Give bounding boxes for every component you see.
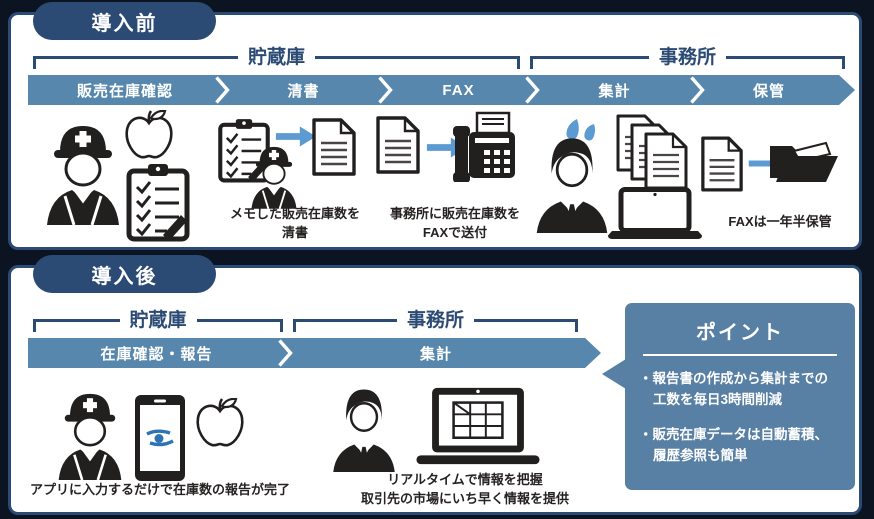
step-fair-copy: 清書: [287, 82, 320, 100]
bracket-arm: [196, 319, 284, 332]
bracket-arm: [33, 56, 238, 69]
bracket-arm: [315, 56, 521, 69]
after-process-band: 在庫確認・報告 集計: [28, 338, 601, 368]
bracket-arm: [33, 319, 120, 332]
point-box-divider: [643, 354, 837, 356]
step-store: 保管: [752, 82, 785, 100]
sweat-drops-icon: [566, 119, 595, 141]
app-logo-icon: [146, 429, 174, 447]
bracket-arm: [474, 319, 579, 332]
before-zone-storage-bracket: 貯蔵庫: [33, 47, 521, 71]
office-worker-icon: [536, 138, 608, 233]
chevron-separator-icon: [523, 75, 541, 105]
document-icon: [376, 116, 420, 174]
after-zone-office-bracket: 事務所: [293, 310, 579, 334]
document-icon: [312, 118, 356, 176]
step-tally: 集計: [419, 345, 452, 363]
before-badge: 導入前: [33, 2, 216, 40]
checklist-icon: [126, 164, 190, 242]
step-sales-stock-check: 販売在庫確認: [76, 82, 173, 100]
step-fax: FAX: [442, 81, 475, 99]
before-process-band: 販売在庫確認 清書 FAX 集計 保管: [28, 75, 855, 105]
apple-icon: [125, 110, 173, 159]
bracket-arm: [293, 319, 397, 332]
point-bullet: ・報告書の作成から集計までの工数を毎日3時間削減: [639, 370, 828, 408]
clipboard-icon: [218, 119, 270, 183]
after-badge-label: 導入後: [91, 265, 158, 288]
bracket-arm: [726, 56, 846, 69]
chevron-separator-icon: [213, 75, 231, 105]
zone-label-office: 事務所: [407, 310, 465, 331]
point-box-title: ポイント: [696, 322, 784, 344]
laptop-spreadsheet-icon: [416, 387, 540, 465]
after-panel: 導入後 貯蔵庫 事務所 在庫確認・報告 集計: [8, 255, 862, 515]
arrow-right-icon: [275, 126, 317, 147]
documents-stack-icon: [616, 114, 688, 190]
point-bullet: ・販売在庫データは自動蓄積、履歴参照も簡単: [639, 426, 828, 464]
after-caption-realtime: リアルタイムで情報を把握 取引先の市場にいち早く情報を提供: [360, 472, 569, 506]
point-box: ポイント ・報告書の作成から集計までの工数を毎日3時間削減 ・販売在庫データは自…: [602, 303, 855, 490]
step-stock-check-report: 在庫確認・報告: [100, 345, 213, 363]
laptop-icon: [608, 187, 702, 239]
zone-label-storage: 貯蔵庫: [129, 310, 187, 331]
before-badge-label: 導入前: [91, 12, 158, 35]
before-zone-office-bracket: 事務所: [530, 47, 846, 71]
before-panel: 導入前 貯蔵庫 事務所 販売在庫確認 清書 FAX 集計 保管: [8, 2, 862, 250]
before-caption-hokan: FAXは一年半保管: [728, 214, 832, 229]
before-caption-fax: 事務所に販売在庫数を FAXで送付: [389, 206, 520, 240]
worker-icon: [47, 126, 119, 225]
document-icon: [701, 136, 743, 192]
after-caption-app: アプリに入力するだけで在庫数の報告が完了: [30, 482, 291, 497]
before-caption-seisho: メモした販売在庫数を 清書: [229, 206, 360, 240]
step-tally: 集計: [598, 82, 631, 100]
folder-icon: [770, 141, 838, 182]
office-worker-icon: [333, 389, 395, 472]
after-zone-storage-bracket: 貯蔵庫: [33, 310, 284, 334]
zone-label-office: 事務所: [659, 47, 717, 68]
smartphone-icon: [135, 395, 185, 481]
bracket-arm: [530, 56, 649, 69]
after-badge: 導入後: [33, 255, 216, 293]
chevron-separator-icon: [688, 75, 706, 105]
chevron-separator-icon: [276, 338, 294, 368]
fax-machine-icon: [453, 111, 515, 182]
worker-icon: [58, 393, 122, 480]
worker-icon: [251, 146, 297, 209]
point-box-tail: [602, 359, 626, 389]
chevron-separator-icon: [376, 75, 394, 105]
apple-icon: [196, 398, 244, 447]
zone-label-storage: 貯蔵庫: [248, 47, 306, 68]
